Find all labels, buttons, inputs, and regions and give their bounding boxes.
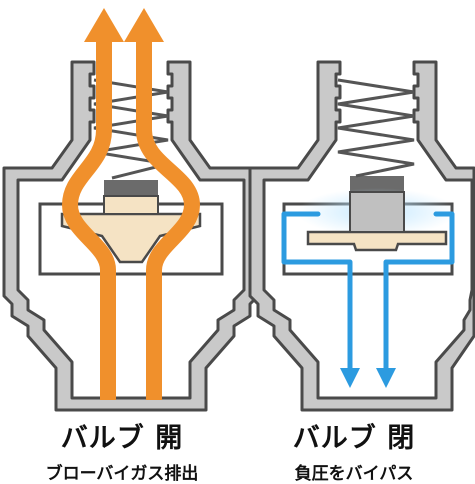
blowby-flow-arrows bbox=[61, 35, 201, 400]
flow-arrowhead-right bbox=[124, 8, 164, 42]
valve-housing bbox=[248, 60, 475, 412]
flow-arrowhead-left bbox=[84, 8, 124, 42]
open-valve-caption: バルブ 開 ブローバイガス排出 bbox=[12, 416, 232, 484]
stem-nut bbox=[350, 176, 404, 192]
open-valve-label: バルブ 開 bbox=[60, 423, 184, 454]
valve-closed bbox=[248, 60, 475, 412]
closed-valve-description: 負圧をバイパス bbox=[294, 464, 414, 484]
closed-valve-label: バルブ 閉 bbox=[292, 423, 416, 454]
bypass-flow-arrows bbox=[281, 211, 455, 388]
stem-nut bbox=[104, 180, 158, 196]
valve-open bbox=[2, 8, 260, 412]
spring bbox=[337, 78, 415, 178]
closed-valve-caption: バルブ 閉 負圧をバイパス bbox=[244, 416, 464, 484]
valve-housing bbox=[2, 60, 260, 412]
open-valve-description: ブローバイガス排出 bbox=[45, 464, 199, 484]
valve-disc bbox=[306, 230, 448, 252]
